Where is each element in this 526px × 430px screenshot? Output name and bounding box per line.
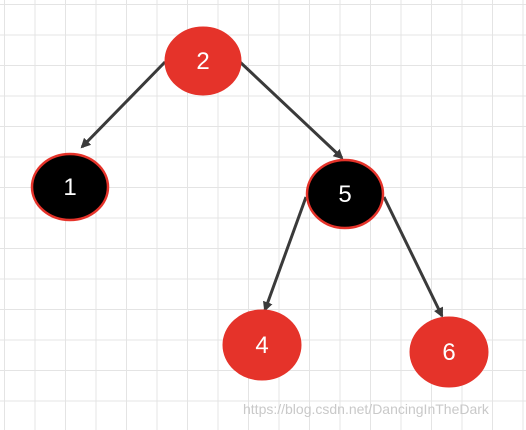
tree-node-4: 4 — [222, 309, 302, 381]
node-label-5: 5 — [338, 181, 351, 208]
tree-node-1: 1 — [30, 152, 110, 222]
node-circle-6 — [409, 316, 489, 388]
edge-n2-n1 — [80, 60, 167, 149]
tree-node-2: 2 — [164, 26, 242, 96]
node-label-1: 1 — [63, 174, 76, 201]
edge-group — [80, 60, 444, 318]
node-label-4: 4 — [255, 332, 268, 359]
node-group: 2 1 5 4 6 — [30, 26, 489, 388]
tree-node-6: 6 — [409, 316, 489, 388]
watermark-text: https://blog.csdn.net/DancingInTheDark — [243, 401, 489, 417]
edge-n2-n5 — [238, 60, 344, 160]
node-circle-5 — [305, 158, 385, 230]
node-circle-4 — [222, 309, 302, 381]
node-circle-1 — [30, 152, 110, 222]
edge-n5-n4 — [263, 196, 308, 312]
edge-n5-n6 — [382, 196, 444, 318]
node-circle-2 — [164, 26, 242, 96]
node-label-2: 2 — [196, 48, 209, 75]
node-label-6: 6 — [442, 339, 455, 366]
tree-node-5: 5 — [305, 158, 385, 230]
